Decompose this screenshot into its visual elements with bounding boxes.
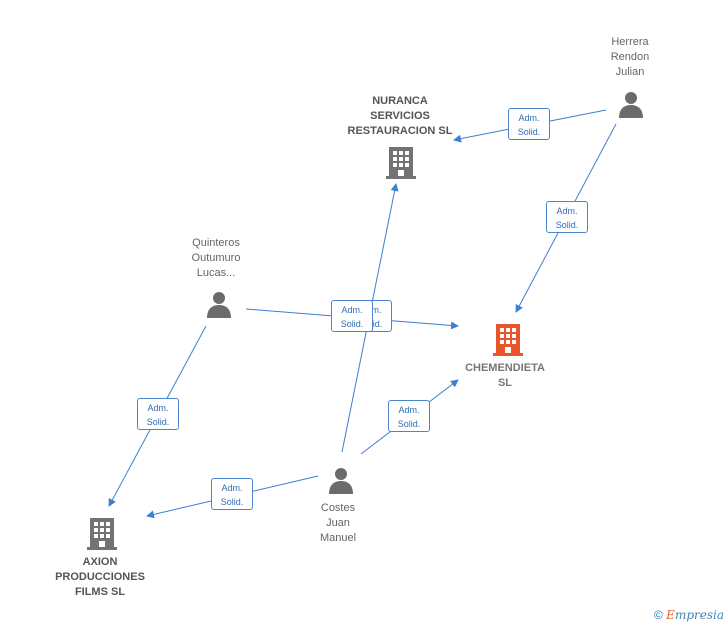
building-icon[interactable]	[87, 516, 117, 555]
node-label-chemendieta[interactable]: CHEMENDIETA SL	[465, 362, 545, 389]
person-icon[interactable]	[327, 466, 355, 499]
person-icon[interactable]	[205, 290, 233, 323]
edge-label[interactable]: Adm. Solid.	[331, 300, 373, 332]
node-label-nuranca[interactable]: NURANCA SERVICIOS RESTAURACION SL	[347, 95, 453, 137]
node-label-herrera[interactable]: Herrera Rendon Julian	[610, 36, 650, 78]
building-main-icon[interactable]	[493, 322, 523, 361]
edge-label[interactable]: Adm. Solid.	[508, 108, 550, 140]
node-label-costes[interactable]: Costes Juan Manuel	[319, 502, 357, 544]
brand-initial: E	[666, 608, 675, 622]
edge-label[interactable]: Adm. Solid.	[137, 398, 179, 430]
edge-label[interactable]: Adm. Solid.	[388, 400, 430, 432]
copyright-icon: ©	[653, 608, 663, 622]
node-label-axion[interactable]: AXION PRODUCCIONES FILMS SL	[55, 556, 145, 598]
edge-label[interactable]: Adm. Solid.	[211, 478, 253, 510]
brand-name: mpresia	[674, 608, 724, 622]
building-icon[interactable]	[386, 145, 416, 184]
node-label-quinteros[interactable]: Quinteros Outumuro Lucas...	[191, 237, 241, 279]
edge-label[interactable]: Adm. Solid.	[546, 201, 588, 233]
person-icon[interactable]	[617, 90, 645, 123]
footer-brand[interactable]: © Empresia	[654, 608, 724, 622]
